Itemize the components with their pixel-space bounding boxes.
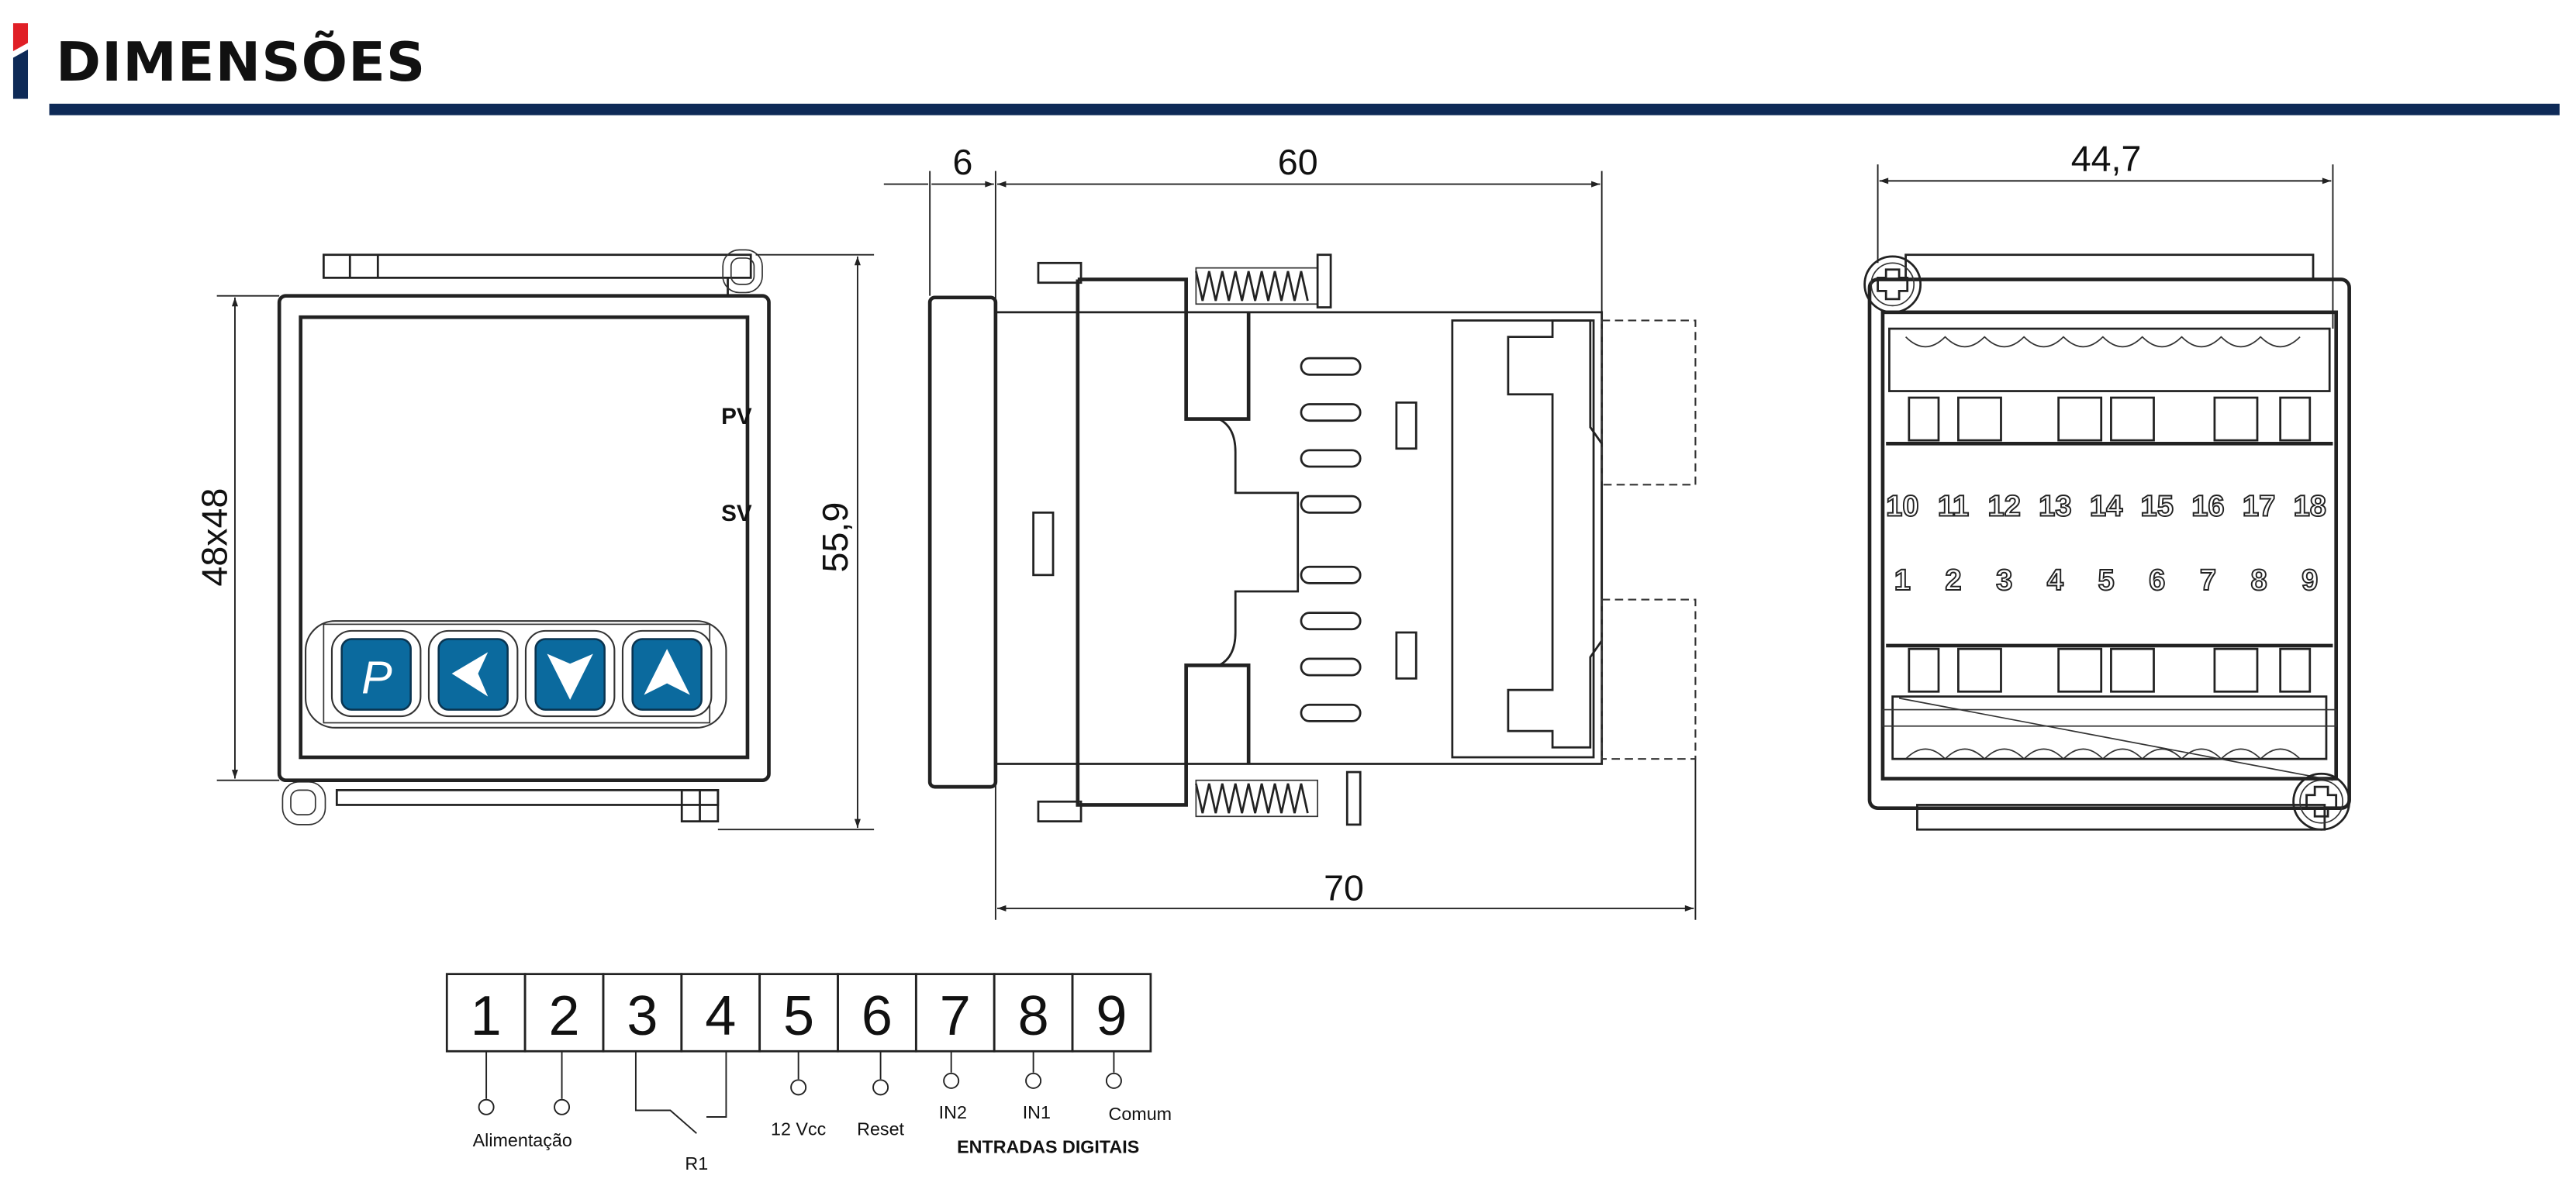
label-relay: R1 bbox=[685, 1153, 708, 1174]
rear-housing bbox=[1867, 277, 2351, 811]
terminal-cell: 7 bbox=[914, 973, 996, 1053]
pv-indicator: PV bbox=[721, 404, 752, 429]
arrow-left-icon bbox=[451, 652, 489, 697]
rear-terminal-number: 9 bbox=[2301, 564, 2318, 597]
rear-terminal-number: 15 bbox=[2141, 490, 2174, 523]
top-clip bbox=[322, 253, 752, 279]
label-in1: IN1 bbox=[1023, 1102, 1051, 1122]
rear-terminal-number: 10 bbox=[1886, 490, 1918, 523]
logo-red-mark bbox=[12, 22, 29, 51]
side-view: 6 60 70 bbox=[883, 142, 1697, 920]
p-button[interactable]: P bbox=[330, 629, 422, 718]
plug-connector-top bbox=[1601, 319, 1697, 486]
terminal-leads bbox=[478, 1051, 1122, 1134]
terminal-tabs bbox=[1908, 396, 2312, 693]
left-button[interactable] bbox=[427, 629, 519, 718]
screw-top bbox=[1195, 253, 1332, 308]
dim-60: 60 bbox=[1278, 142, 1318, 182]
rear-terminal-number: 13 bbox=[2039, 490, 2071, 523]
rear-terminal-number: 16 bbox=[2191, 490, 2224, 523]
rear-terminal-number: 7 bbox=[2200, 564, 2216, 597]
terminal-cell: 9 bbox=[1071, 973, 1152, 1053]
rear-terminal-number: 3 bbox=[1996, 564, 2012, 597]
label-in2: IN2 bbox=[939, 1102, 967, 1122]
screw-bottom bbox=[1195, 770, 1362, 826]
rear-terminal-number: 18 bbox=[2294, 490, 2326, 523]
terminal-number: 2 bbox=[549, 985, 580, 1047]
terminal-block bbox=[1507, 319, 1604, 749]
terminal-cell: 2 bbox=[523, 973, 605, 1053]
front-bezel bbox=[277, 294, 771, 782]
terminal-cell: 1 bbox=[445, 973, 527, 1053]
label-power: Alimentação bbox=[473, 1130, 572, 1150]
dim-70: 70 bbox=[1324, 867, 1364, 908]
rear-terminal-number: 8 bbox=[2250, 564, 2267, 597]
terminal-number: 7 bbox=[940, 985, 971, 1047]
rear-terminal-number: 2 bbox=[1945, 564, 1961, 597]
dim-6: 6 bbox=[953, 142, 973, 182]
down-button[interactable] bbox=[524, 629, 616, 718]
terminal-cell: 6 bbox=[837, 973, 917, 1053]
terminal-cell: 5 bbox=[758, 973, 839, 1053]
sv-indicator: SV bbox=[721, 501, 752, 526]
plug-connector-bottom bbox=[1601, 598, 1697, 760]
mounting-clip bbox=[1076, 277, 1251, 807]
label-digital-inputs: ENTRADAS DIGITAIS bbox=[957, 1137, 1139, 1157]
front-view: PV SV P 48x48 5 bbox=[194, 249, 875, 831]
rear-terminal-number: 1 bbox=[1894, 564, 1911, 597]
terminal-cell: 8 bbox=[993, 973, 1074, 1053]
terminal-number: 5 bbox=[783, 985, 814, 1047]
rear-terminal-number: 11 bbox=[1938, 490, 1969, 523]
rear-terminal-number: 14 bbox=[2090, 490, 2122, 523]
p-letter: P bbox=[361, 651, 392, 703]
rear-terminal-number: 5 bbox=[2098, 564, 2114, 597]
terminal-number: 6 bbox=[862, 985, 893, 1047]
section-header: DIMENSÕES bbox=[12, 22, 2560, 115]
terminal-cell: 4 bbox=[680, 973, 761, 1053]
rear-terminal-numbers-bottom: 1 2 3 4 5 6 7 8 9 bbox=[1894, 563, 2319, 598]
rear-terminal-number: 6 bbox=[2149, 564, 2165, 597]
screw-top-left bbox=[1863, 255, 1922, 314]
bottom-clip bbox=[335, 789, 720, 806]
label-reset: Reset bbox=[857, 1118, 904, 1139]
terminal-number: 9 bbox=[1096, 985, 1127, 1047]
rear-top-clip bbox=[1904, 253, 2315, 281]
rear-terminal-number: 17 bbox=[2243, 490, 2275, 523]
dim-48x48: 48x48 bbox=[194, 488, 234, 587]
screw-bottom-right bbox=[2292, 772, 2351, 831]
rear-terminal-number: 12 bbox=[1988, 490, 2021, 523]
arrow-up-icon bbox=[644, 649, 690, 695]
terminal-cell: 3 bbox=[602, 973, 683, 1053]
side-bezel bbox=[927, 295, 998, 789]
dim-44-7: 44,7 bbox=[2071, 139, 2142, 179]
label-common: Comum bbox=[1109, 1104, 1172, 1124]
arrow-down-icon bbox=[547, 653, 593, 700]
terminal-number: 1 bbox=[471, 985, 502, 1047]
up-button[interactable] bbox=[621, 629, 713, 718]
terminal-number: 3 bbox=[627, 985, 658, 1047]
display-window bbox=[299, 315, 750, 760]
terminal-number: 4 bbox=[705, 985, 736, 1047]
vent-slots bbox=[1300, 357, 1417, 722]
dim-55-9: 55,9 bbox=[815, 502, 855, 573]
section-title: DIMENSÕES bbox=[56, 30, 426, 94]
terminal-number: 8 bbox=[1018, 985, 1049, 1047]
label-12vcc: 12 Vcc bbox=[771, 1118, 827, 1139]
header-rule bbox=[49, 103, 2560, 115]
rear-terminal-numbers-top: 10 11 12 13 14 15 16 17 18 bbox=[1885, 489, 2327, 524]
logo-navy-mark bbox=[12, 49, 29, 99]
rear-terminal-number: 4 bbox=[2047, 564, 2063, 597]
